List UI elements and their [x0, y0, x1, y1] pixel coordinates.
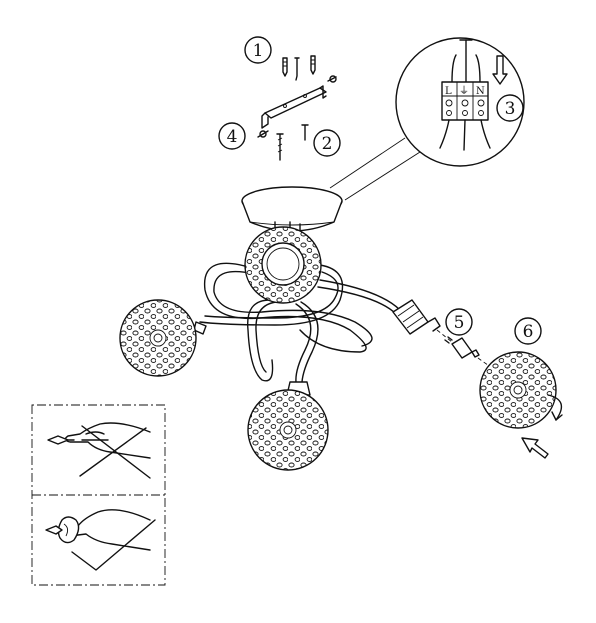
screw-icon: [301, 124, 309, 141]
g9-bulb: [444, 336, 480, 359]
arrow-down-icon: [492, 55, 508, 85]
cross-icon: [79, 425, 151, 479]
mounting-bracket-group: [257, 55, 337, 161]
mounting-bracket: [261, 85, 327, 129]
terminal-block: L ⏚ N: [441, 81, 489, 121]
ceiling-light-fixture: [119, 186, 441, 471]
step-2-number: 2: [322, 134, 333, 154]
ceiling-canopy: [241, 186, 343, 241]
wall-plug-icon: [310, 55, 316, 75]
curved-arms: [199, 262, 401, 383]
step-marker-2: 2: [313, 129, 341, 157]
terminal-live-label: L: [445, 86, 452, 97]
lamp-shade-left: [119, 299, 207, 377]
lamp-shade-right: [479, 351, 557, 429]
step-5-number: 5: [454, 313, 465, 333]
step-4-number: 4: [227, 127, 238, 147]
wiring-detail: L ⏚ N: [329, 37, 525, 201]
step-3-number: 3: [505, 99, 516, 119]
rotate-arrow-icon: [547, 394, 563, 421]
screw-icon: [276, 133, 284, 161]
handling-warning-panel: [31, 404, 166, 586]
step-6-number: 6: [523, 322, 534, 342]
step-marker-1: 1: [244, 36, 272, 64]
check-icon: [71, 519, 156, 571]
step-marker-4: 4: [218, 122, 246, 150]
step-1-number: 1: [253, 41, 264, 61]
screw-icon: [294, 57, 300, 81]
bulb-installation: [436, 329, 563, 459]
step-marker-6: 6: [514, 317, 542, 345]
screw-icon: [257, 130, 269, 138]
hand-icon: [45, 509, 151, 551]
lamp-shade-top: [244, 226, 322, 304]
screw-icon: [327, 75, 337, 83]
hand-icon: [47, 422, 151, 459]
arrow-in-icon: [521, 437, 549, 459]
terminal-earth-label: ⏚: [459, 85, 469, 97]
lamp-shade-bottom: [247, 381, 329, 471]
step-marker-3: 3: [496, 94, 524, 122]
step-marker-5: 5: [445, 308, 473, 336]
wall-plug-icon: [282, 57, 288, 77]
lamp-holder: [392, 299, 441, 335]
terminal-neutral-label: N: [476, 86, 485, 97]
